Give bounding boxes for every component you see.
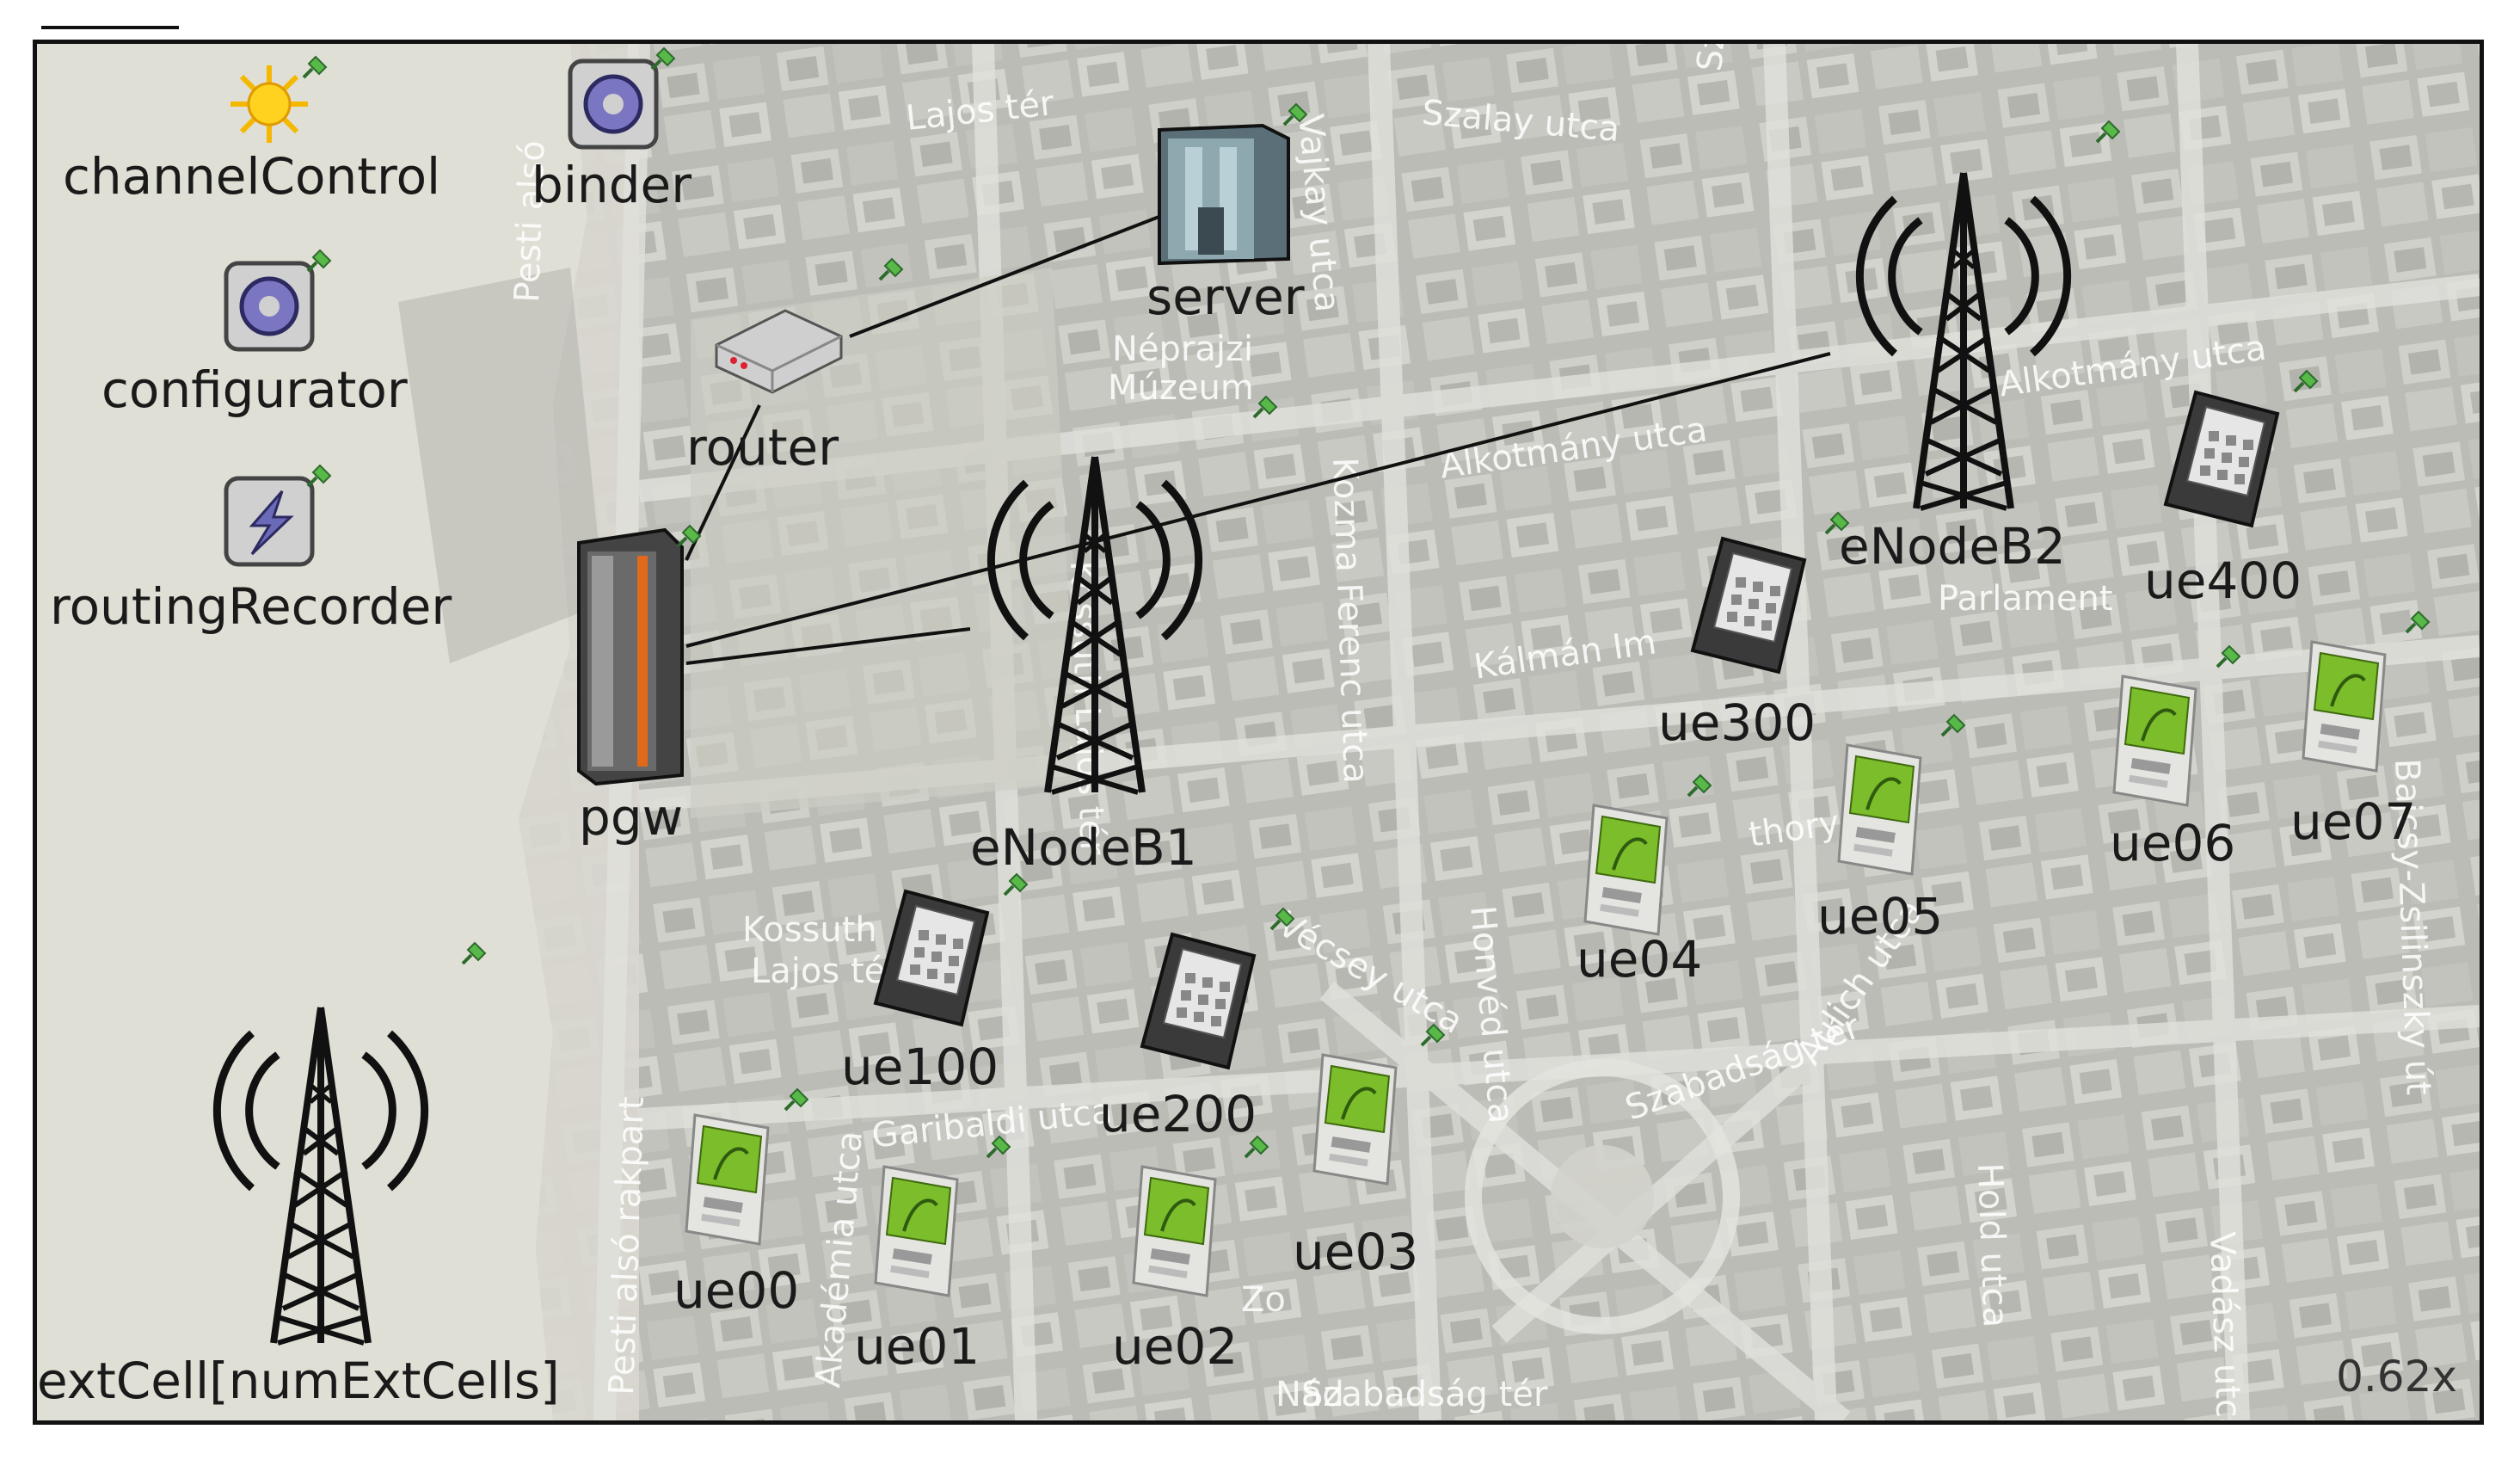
node-label-ue06[interactable]: ue06 — [2110, 814, 2236, 872]
cell-tower-icon — [1859, 120, 2121, 508]
rack-server-icon — [577, 524, 702, 786]
node-label-pgw[interactable]: pgw — [579, 788, 684, 847]
node-label-eNodeB1[interactable]: eNodeB1 — [970, 818, 1197, 877]
node-label-extCell[interactable]: extCell[numExtCells] — [37, 1352, 560, 1410]
satellite-map — [37, 44, 2480, 1420]
handheld-green-icon — [1583, 773, 1712, 936]
node-label-ue03[interactable]: ue03 — [1293, 1223, 1419, 1281]
gear-icon — [568, 46, 676, 150]
node-label-binder[interactable]: binder — [532, 156, 692, 214]
node-label-ue00[interactable]: ue00 — [673, 1261, 800, 1320]
node-label-configurator[interactable]: configurator — [101, 360, 408, 419]
node-label-ue04[interactable]: ue04 — [1577, 930, 1703, 989]
sun-icon — [230, 55, 328, 143]
street-label: Zo — [1241, 1280, 1286, 1320]
handheld-green-icon — [874, 1135, 1011, 1297]
lightning-icon — [224, 464, 332, 567]
node-label-channelControl[interactable]: channelControl — [63, 147, 441, 206]
cell-tower-icon — [217, 941, 487, 1343]
server-icon — [1158, 102, 1308, 266]
handheld-green-icon — [1837, 713, 1966, 876]
router-icon — [715, 257, 904, 394]
node-label-ue300[interactable]: ue300 — [1658, 693, 1816, 752]
top-rule — [41, 26, 179, 29]
node-label-eNodeB2[interactable]: eNodeB2 — [1839, 517, 2066, 576]
street-label: Néprajzi — [1112, 330, 1254, 369]
handheld-green-icon — [685, 1087, 809, 1246]
node-label-ue200[interactable]: ue200 — [1099, 1085, 1257, 1143]
handheld-green-icon — [1132, 1135, 1269, 1297]
street-label: Nád — [1275, 1375, 1344, 1414]
street-label: Parlament — [1938, 579, 2113, 619]
network-canvas[interactable]: Lajos tér Szalay utca Néprajzi Múzeum Al… — [33, 40, 2484, 1425]
node-label-ue02[interactable]: ue02 — [1112, 1317, 1238, 1376]
street-label: Múzeum — [1108, 368, 1254, 408]
pda-icon — [2164, 369, 2319, 527]
pda-icon — [1140, 907, 1295, 1069]
handheld-green-icon — [2112, 644, 2241, 807]
node-label-router[interactable]: router — [686, 418, 839, 477]
node-label-server[interactable]: server — [1146, 268, 1305, 326]
node-label-ue07[interactable]: ue07 — [2290, 792, 2417, 851]
link-lines — [685, 210, 1831, 665]
pda-icon — [1691, 511, 1850, 674]
street-label: Lajos tér — [751, 952, 900, 991]
diagram-overlay — [37, 46, 2431, 1420]
node-label-ue400[interactable]: ue400 — [2144, 551, 2302, 610]
zoom-level: 0.62x — [2336, 1352, 2457, 1401]
node-label-ue01[interactable]: ue01 — [854, 1317, 980, 1376]
handheld-green-icon — [2302, 610, 2431, 773]
node-label-ue05[interactable]: ue05 — [1817, 887, 1944, 946]
handheld-green-icon — [1312, 1023, 1446, 1186]
gear-icon — [224, 249, 332, 352]
pda-icon — [874, 872, 1029, 1026]
street-label: Kossuth — [742, 910, 877, 950]
street-label: Szabadság tér — [1301, 1375, 1548, 1414]
cell-tower-icon — [991, 395, 1278, 792]
node-label-routingRecorder[interactable]: routingRecorder — [50, 577, 452, 636]
node-label-ue100[interactable]: ue100 — [841, 1038, 999, 1096]
